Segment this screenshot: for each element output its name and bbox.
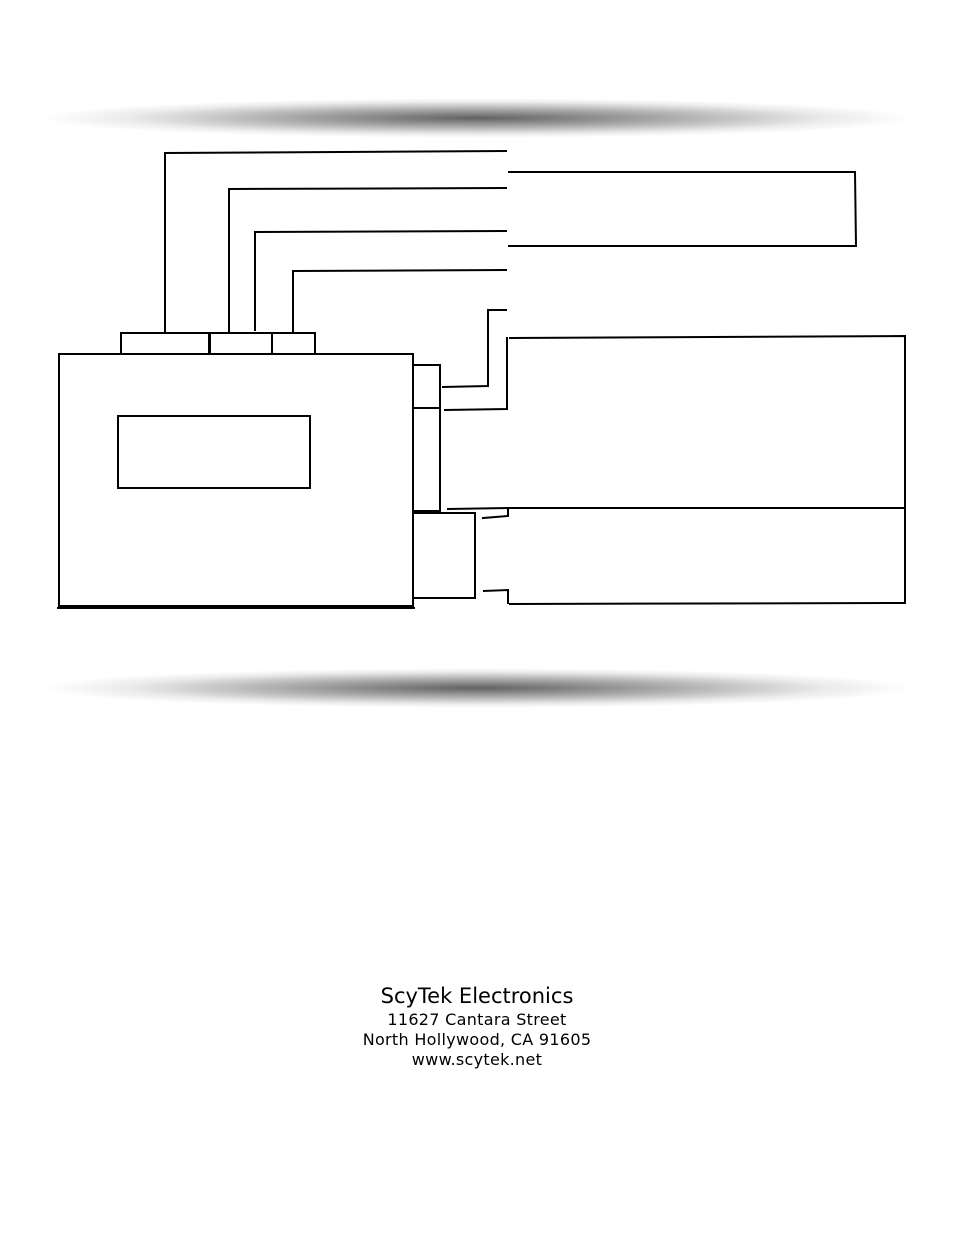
leader-line-2: [228, 186, 508, 334]
callout-box-lower: [508, 507, 906, 606]
city-address: North Hollywood, CA 91605: [362, 1030, 592, 1049]
street-address: 11627 Cantara Street: [387, 1010, 567, 1029]
leader-line-6: [443, 337, 508, 412]
bottom-shadow-divider: [40, 668, 914, 708]
company-footer: ScyTek Electronics 11627 Cantara Street …: [0, 982, 954, 1070]
leader-line-7: [446, 506, 510, 511]
company-name: ScyTek Electronics: [380, 984, 574, 1008]
top-connector-middle: [209, 332, 273, 355]
leader-line-8: [481, 509, 509, 520]
leader-line-1: [164, 149, 508, 334]
callout-bracket-upper: [508, 171, 858, 247]
website-link[interactable]: www.scytek.net: [411, 1050, 543, 1069]
leader-line-3: [254, 229, 508, 331]
side-port-upper: [412, 364, 441, 409]
callout-box-middle: [507, 334, 906, 509]
side-port-middle: [412, 407, 441, 512]
top-connector-right: [271, 332, 316, 355]
top-shadow-divider: [40, 98, 914, 138]
device-callout-diagram: [57, 149, 906, 609]
leader-line-5: [441, 309, 507, 389]
top-connector-left: [120, 332, 210, 355]
leader-line-4: [292, 268, 508, 334]
leader-line-9: [482, 588, 509, 604]
device-display-window: [117, 415, 311, 489]
device-body: [58, 353, 414, 607]
side-port-lower: [412, 512, 476, 599]
